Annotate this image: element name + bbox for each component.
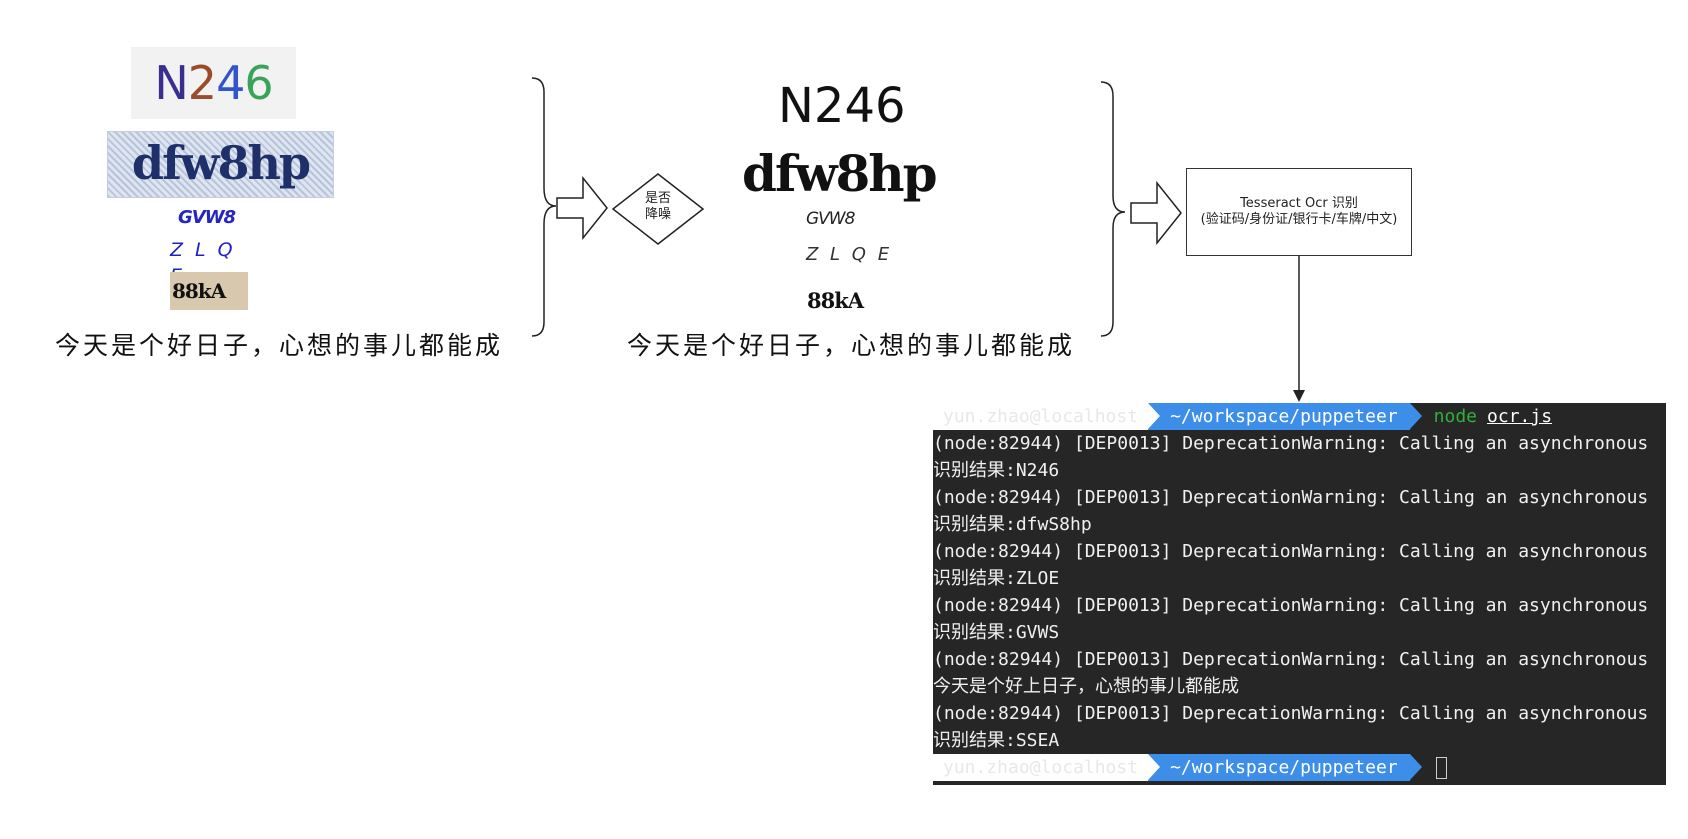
terminal-output-line: (node:82944) [DEP0013] DeprecationWarnin…: [933, 595, 1649, 616]
prompt-path: ~/workspace/puppeteer: [1148, 403, 1422, 430]
terminal-output-line: 识别结果:SSEA: [933, 730, 1060, 751]
captcha-n246-char-3: 4: [216, 56, 245, 110]
terminal-cursor[interactable]: [1435, 757, 1447, 779]
terminal-prompt-line: yun.zhao@localhost~/workspace/puppeteer n…: [933, 403, 1666, 430]
ocr-box-title: Tesseract Ocr 识别: [1240, 196, 1358, 211]
denoised-88ka: 88kA: [807, 288, 864, 313]
captcha-n246-char-2: 2: [187, 56, 217, 110]
terminal-output-line: 识别结果:ZLOE: [933, 568, 1060, 589]
denoise-label-line2: 降噪: [644, 207, 671, 222]
captcha-dfw8hp: dfw8hp: [107, 131, 334, 198]
denoised-dfw8hp: dfw8hp: [742, 144, 938, 203]
terminal-output-line: (node:82944) [DEP0013] DeprecationWarnin…: [933, 649, 1649, 670]
captcha-n246-char-4: 6: [244, 56, 273, 110]
denoise-label: 是否 降噪: [628, 191, 688, 223]
terminal-output-line: 识别结果:N246: [933, 460, 1060, 481]
arrow-to-ocr: [1130, 180, 1182, 246]
prompt-user: yun.zhao@localhost: [933, 403, 1149, 430]
denoised-n246: N246: [778, 78, 906, 134]
captcha-zloe: Z L Q E: [170, 239, 236, 287]
input-sentence: 今天是个好日子，心想的事儿都能成: [55, 331, 504, 360]
left-brace: [531, 77, 557, 337]
arrow-to-denoise: [556, 175, 608, 241]
terminal-output-line: (node:82944) [DEP0013] DeprecationWarnin…: [933, 433, 1649, 454]
terminal-prompt-line-2: yun.zhao@localhost~/workspace/puppeteer: [933, 754, 1666, 781]
terminal-output-line: 识别结果:GVWS: [933, 622, 1060, 643]
arrow-to-terminal-head: [1293, 390, 1305, 402]
captcha-n246: N246: [131, 47, 296, 119]
terminal-command: node: [1433, 406, 1478, 427]
terminal-output-line: (node:82944) [DEP0013] DeprecationWarnin…: [933, 487, 1649, 508]
terminal-output-line: (node:82944) [DEP0013] DeprecationWarnin…: [933, 703, 1649, 724]
captcha-gvw8: GVW8: [178, 207, 236, 228]
terminal-output-line: (node:82944) [DEP0013] DeprecationWarnin…: [933, 541, 1649, 562]
denoise-label-line1: 是否: [644, 191, 671, 206]
right-brace: [1100, 81, 1126, 337]
terminal-output-line: 今天是个好上日子，心想的事儿都能成: [933, 676, 1239, 697]
prompt-user-2: yun.zhao@localhost: [933, 754, 1149, 781]
tesseract-ocr-box: Tesseract Ocr 识别 (验证码/身份证/银行卡/车牌/中文): [1186, 168, 1412, 256]
captcha-n246-char-1: N: [154, 56, 188, 110]
terminal-argument: ocr.js: [1487, 406, 1553, 427]
denoised-sentence: 今天是个好日子，心想的事儿都能成: [627, 331, 1076, 360]
denoised-gvw8: GVW8: [806, 209, 855, 229]
ocr-box-subtitle: (验证码/身份证/银行卡/车牌/中文): [1200, 212, 1398, 227]
terminal-output-line: 识别结果:dfwS8hp: [933, 514, 1092, 535]
denoised-zloe: Z L Q E: [806, 244, 893, 265]
captcha-88ka: 88kA: [170, 272, 248, 310]
denoise-diamond: [611, 173, 705, 245]
prompt-path-2: ~/workspace/puppeteer: [1148, 754, 1422, 781]
